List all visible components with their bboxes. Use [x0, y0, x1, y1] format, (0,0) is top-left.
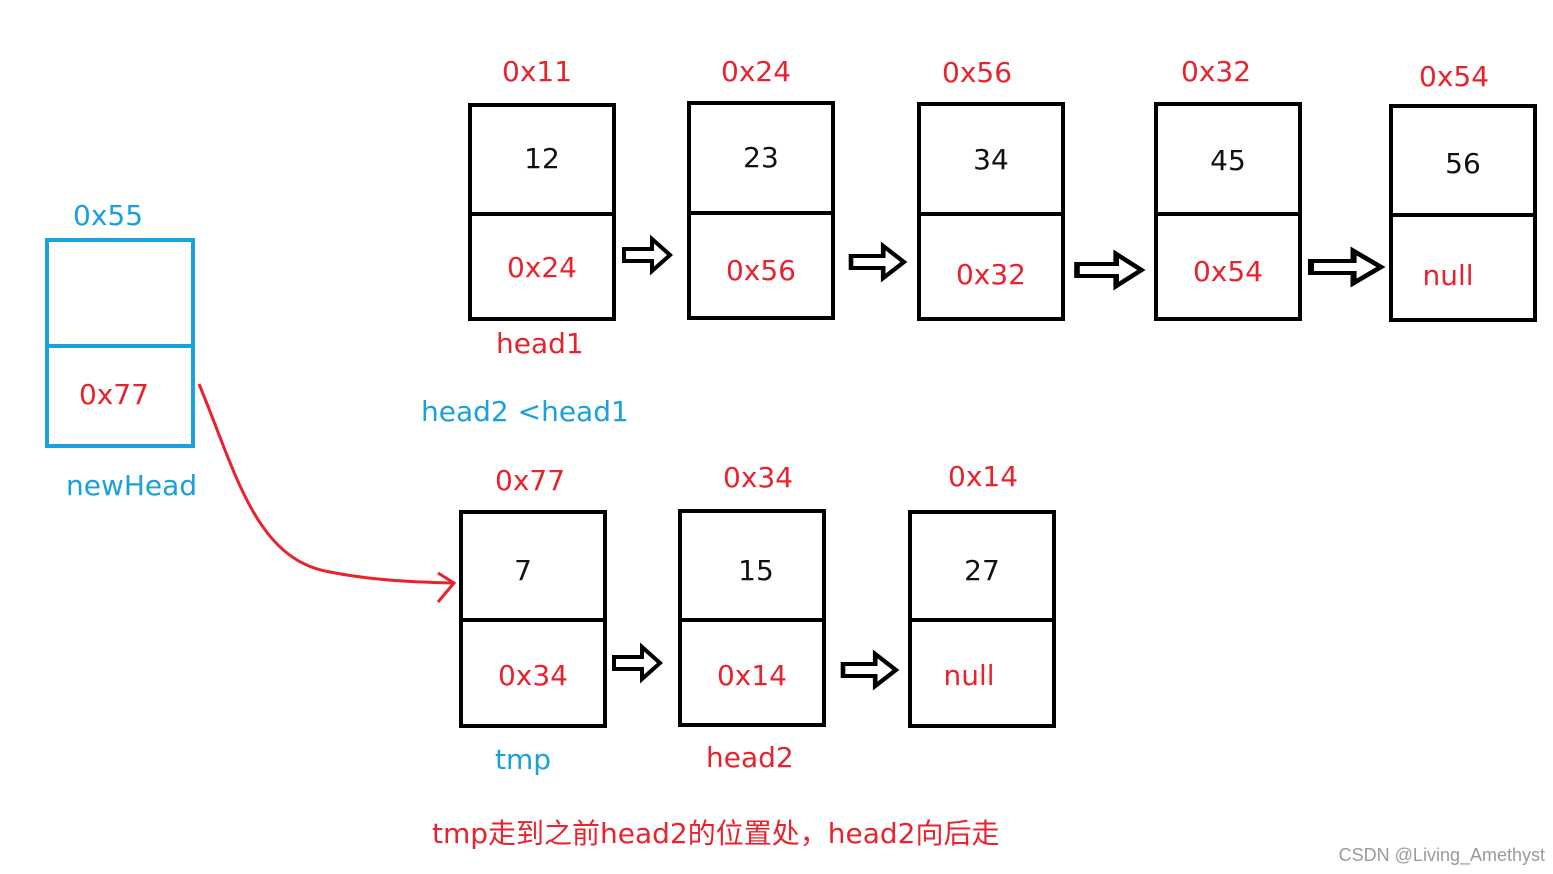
- next-arrow-icon: [1077, 254, 1141, 286]
- node-next: 0x24: [506, 251, 577, 284]
- list-node: 15 0x14: [678, 509, 826, 727]
- next-arrow-icon: [843, 654, 896, 686]
- new-head-node: 0x77: [45, 238, 195, 448]
- node-next: 0x34: [497, 659, 568, 692]
- node-divider: [917, 212, 1065, 216]
- next-arrow-icon: [622, 237, 672, 273]
- node-value: 12: [524, 142, 560, 175]
- caption-text: tmp走到之前head2的位置处，head2向后走: [432, 817, 1000, 850]
- node-value: 27: [964, 554, 1000, 587]
- node-address: 0x55: [73, 199, 144, 232]
- node-divider: [687, 211, 835, 215]
- node-divider: [678, 618, 826, 622]
- node-divider: [908, 618, 1056, 622]
- list-node: 45 0x54: [1154, 102, 1302, 321]
- node-divider: [468, 212, 616, 216]
- node-address: 0x14: [948, 460, 1019, 493]
- node-value: 34: [973, 143, 1009, 176]
- node-next: null: [1422, 259, 1474, 292]
- next-arrow-icon: [1311, 251, 1381, 283]
- list-node: 7 0x34: [459, 510, 607, 728]
- node-next: 0x54: [1192, 255, 1263, 288]
- curved-pointer-arrowhead-icon: [436, 571, 457, 603]
- node-address: 0x56: [942, 56, 1013, 89]
- head2-label: head2: [706, 741, 794, 774]
- node-address: 0x34: [723, 461, 794, 494]
- node-address: 0x32: [1181, 55, 1252, 88]
- node-next: null: [943, 659, 995, 692]
- next-arrow-icon: [851, 246, 904, 278]
- comparison-text: head2 <head1: [421, 395, 629, 428]
- list-node: 34 0x32: [917, 102, 1065, 321]
- node-value: 45: [1210, 144, 1246, 177]
- watermark: CSDN @Living_Amethyst: [1338, 845, 1545, 865]
- node-next: 0x56: [725, 254, 796, 287]
- node-next: 0x77: [78, 378, 149, 411]
- node-address: 0x77: [495, 464, 566, 497]
- node-next: 0x14: [716, 659, 787, 692]
- list-node: 12 0x24: [468, 103, 616, 321]
- node-value: 56: [1445, 147, 1481, 180]
- node-address: 0x24: [721, 55, 792, 88]
- node-next: 0x32: [955, 258, 1026, 291]
- node-divider: [1389, 213, 1537, 217]
- node-address: 0x54: [1419, 60, 1490, 93]
- curved-pointer-arrow-icon: [197, 383, 453, 585]
- node-value: 23: [743, 141, 779, 174]
- next-arrow-icon: [612, 645, 662, 681]
- node-divider: [1154, 212, 1302, 216]
- node-divider: [45, 344, 195, 348]
- list-node: 23 0x56: [687, 101, 835, 320]
- new-head-label: newHead: [66, 469, 198, 502]
- list-node: 56 null: [1389, 104, 1537, 322]
- node-value: 15: [738, 554, 774, 587]
- node-divider: [459, 618, 607, 622]
- tmp-label: tmp: [495, 743, 552, 776]
- list-node: 27 null: [908, 510, 1056, 728]
- head1-label: head1: [496, 327, 584, 360]
- node-value: 7: [514, 554, 532, 587]
- node-address: 0x11: [502, 55, 573, 88]
